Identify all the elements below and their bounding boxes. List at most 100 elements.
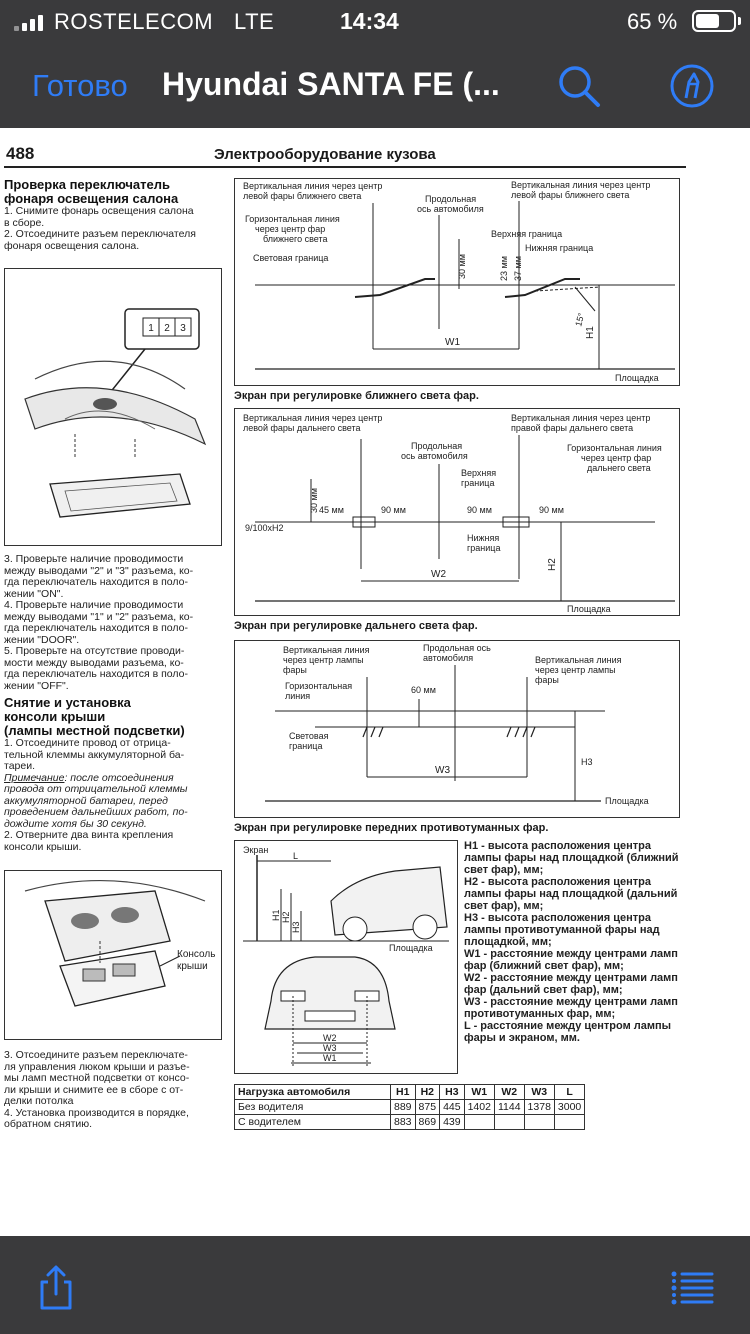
caption-fog-lamps: Экран при регулировке передних противоту… bbox=[234, 822, 549, 834]
search-icon[interactable] bbox=[555, 62, 603, 110]
document-page: 488 Электрооборудование кузова Проверка … bbox=[0, 138, 740, 1218]
d2-upper-2: граница bbox=[461, 478, 494, 488]
d4-w3: W3 bbox=[323, 1043, 337, 1053]
text-line: гда переключатель находится в поло- bbox=[4, 622, 188, 634]
text-line: жении "OFF". bbox=[4, 679, 69, 692]
console-label-1: Консоль bbox=[177, 949, 215, 960]
d3-hl-1: Горизонтальная bbox=[285, 681, 352, 691]
carrier-name: ROSTELECOM bbox=[54, 9, 214, 34]
text-line: фонаря освещения салона. bbox=[4, 239, 140, 252]
d2-90mm-a: 90 мм bbox=[381, 505, 406, 515]
text-line: между выводами "1" и "2" разъема, ко- bbox=[4, 610, 194, 623]
d3-axis-2: автомобиля bbox=[423, 653, 473, 663]
text-line: мы ламп местной подсветки от консо- bbox=[4, 1072, 190, 1084]
d4-l: L bbox=[293, 851, 298, 861]
d2-hl-3: дальнего света bbox=[587, 463, 651, 473]
section-interior-lamp-switch: Проверка переключатель фонаря освещения … bbox=[4, 178, 226, 252]
d2-hl-1: Горизонтальная линия bbox=[567, 443, 662, 453]
legend-item: W2 - расстояние между центрами ламп фар … bbox=[464, 972, 678, 996]
d3-vl-right-3: фары bbox=[535, 675, 559, 685]
text-line: 3. Отсоедините разъем переключате- bbox=[4, 1049, 188, 1061]
document-viewer[interactable]: 488 Электрооборудование кузова Проверка … bbox=[0, 128, 750, 1236]
d2-axis-2: ось автомобиля bbox=[401, 451, 468, 461]
d4-h1: H1 bbox=[271, 909, 281, 921]
text-line: провода от отрицательной клеммы bbox=[4, 783, 188, 795]
d2-hl-2: через центр фар bbox=[581, 453, 651, 463]
d2-vl-right-2: правой фары дальнего света bbox=[511, 423, 633, 433]
d1-lower: Нижняя граница bbox=[525, 243, 593, 253]
markup-pen-icon[interactable] bbox=[668, 62, 716, 110]
d2-vl-left-1: Вертикальная линия через центр bbox=[243, 413, 382, 423]
roof-console-steps: 3. Отсоедините разъем переключате- ля уп… bbox=[4, 1049, 226, 1131]
outline-list-icon[interactable] bbox=[668, 1264, 716, 1312]
table-header: W3 bbox=[523, 1084, 555, 1100]
battery-percent: 65 % bbox=[627, 9, 678, 34]
done-button[interactable]: Готово bbox=[32, 68, 128, 103]
headlight-dimensions-table: Нагрузка автомобиля H1 H2 H3 W1 W2 W3 L … bbox=[234, 1084, 586, 1130]
table-row: Без водителя 889 875 445 1402 1144 1378 … bbox=[234, 1099, 586, 1115]
page-heading: Электрооборудование кузова bbox=[214, 146, 436, 163]
table-cell bbox=[553, 1114, 586, 1130]
table-header: Нагрузка автомобиля bbox=[234, 1084, 391, 1100]
battery-icon bbox=[692, 10, 736, 32]
d3-h3: H3 bbox=[581, 757, 593, 767]
d1-axis-1: Продольная bbox=[425, 194, 476, 204]
text-line: : после отсоединения bbox=[64, 771, 174, 784]
table-cell: 1402 bbox=[463, 1099, 495, 1115]
d1-h1: H1 bbox=[585, 326, 596, 339]
legend-item: H2 - высота расположения центра лампы фа… bbox=[464, 876, 678, 912]
section-heading: Снятие и установка консоли крыши (лампы … bbox=[4, 696, 226, 738]
d3-vl-left-3: фары bbox=[283, 665, 307, 675]
text-line: жении "DOOR". bbox=[4, 633, 80, 646]
text-line: 4. Установка производится в порядке, bbox=[4, 1106, 189, 1119]
battery-level bbox=[696, 14, 719, 28]
text-line: в сборе. bbox=[4, 216, 45, 229]
legend-item: H1 - высота расположения центра лампы фа… bbox=[464, 840, 679, 876]
table-header: H1 bbox=[390, 1084, 416, 1100]
status-bar: ROSTELECOM LTE 14:34 65 % bbox=[0, 0, 750, 44]
text-line: аккумуляторной батареи, перед bbox=[4, 794, 168, 807]
low-beam-screen-diagram: Вертикальная линия через центр левой фар… bbox=[234, 178, 680, 386]
continuity-check-steps: 3. Проверьте наличие проводимости между … bbox=[4, 553, 226, 692]
d1-vl-right-1: Вертикальная линия через центр bbox=[511, 180, 650, 190]
heading-line: фонаря освещения салона bbox=[4, 191, 179, 206]
table-cell: 889 bbox=[390, 1099, 416, 1115]
d3-axis-1: Продольная ось bbox=[423, 643, 491, 653]
d2-90mm-c: 90 мм bbox=[539, 505, 564, 515]
share-icon[interactable] bbox=[32, 1264, 80, 1312]
table-header: H3 bbox=[439, 1084, 465, 1100]
d1-vl-right-2: левой фары ближнего света bbox=[511, 190, 629, 200]
d1-floor: Площадка bbox=[615, 373, 659, 383]
d2-lower-1: Нижняя bbox=[467, 533, 499, 543]
text-line: ли крыши и снимите ее в сборе с от- bbox=[4, 1083, 184, 1096]
d2-h2: H2 bbox=[547, 558, 558, 571]
d1-angle: 15° bbox=[573, 311, 586, 327]
pin-1-label: 1 bbox=[148, 323, 154, 334]
table-cell: С водителем bbox=[234, 1114, 391, 1130]
text-line: 3. Проверьте наличие проводимости bbox=[4, 553, 184, 565]
cellular-signal-icon bbox=[14, 14, 43, 31]
table-header: W1 bbox=[463, 1084, 495, 1100]
d2-floor: Площадка bbox=[567, 604, 611, 614]
table-cell: 1378 bbox=[523, 1099, 555, 1115]
fog-lamp-screen-diagram: Вертикальная линия через центр лампы фар… bbox=[234, 640, 680, 818]
console-label-2: крыши bbox=[177, 961, 208, 972]
table-cell: Без водителя bbox=[234, 1099, 391, 1115]
table-cell: 869 bbox=[414, 1114, 441, 1130]
navigation-bar: Готово Hyundai SANTA FE (... bbox=[0, 44, 750, 128]
d2-w2: W2 bbox=[431, 569, 446, 580]
legend-item: W1 - расстояние между центрами ламп фар … bbox=[464, 948, 678, 972]
table-cell: 445 bbox=[439, 1099, 465, 1115]
text-line: проведением дальнейших работ, по- bbox=[4, 806, 188, 818]
text-line: жении "ON". bbox=[4, 587, 64, 600]
d3-floor: Площадка bbox=[605, 796, 649, 806]
text-line: тареи. bbox=[4, 760, 35, 772]
d3-cutoff-2: граница bbox=[289, 741, 322, 751]
network-type: LTE bbox=[234, 9, 275, 34]
table-cell bbox=[463, 1114, 495, 1130]
table-cell: 439 bbox=[439, 1114, 465, 1130]
note: Примечание: после отсоединения провода о… bbox=[4, 771, 226, 831]
text-line: 2. Отверните два винта крепления bbox=[4, 829, 174, 841]
d2-vl-right-1: Вертикальная линия через центр bbox=[511, 413, 650, 423]
text-line: 1. Снимите фонарь освещения салона bbox=[4, 205, 194, 217]
